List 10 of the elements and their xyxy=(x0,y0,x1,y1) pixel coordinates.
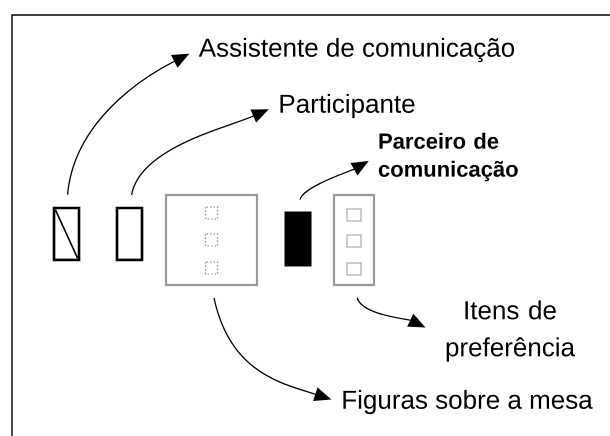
participant-symbol xyxy=(116,206,144,262)
table-drawing xyxy=(164,194,258,286)
caption-label: Assistente de comunicação xyxy=(198,38,514,62)
assistant-symbol xyxy=(52,206,80,262)
caption-label: Participante xyxy=(280,94,414,118)
caption-label: Itens de preferência xyxy=(446,300,576,362)
partner-symbol xyxy=(284,212,312,266)
caption-label: Figuras sobre a mesa xyxy=(343,390,593,414)
items-board-drawing xyxy=(332,194,376,286)
caption-label: Parceiro de comunicação xyxy=(378,132,518,182)
